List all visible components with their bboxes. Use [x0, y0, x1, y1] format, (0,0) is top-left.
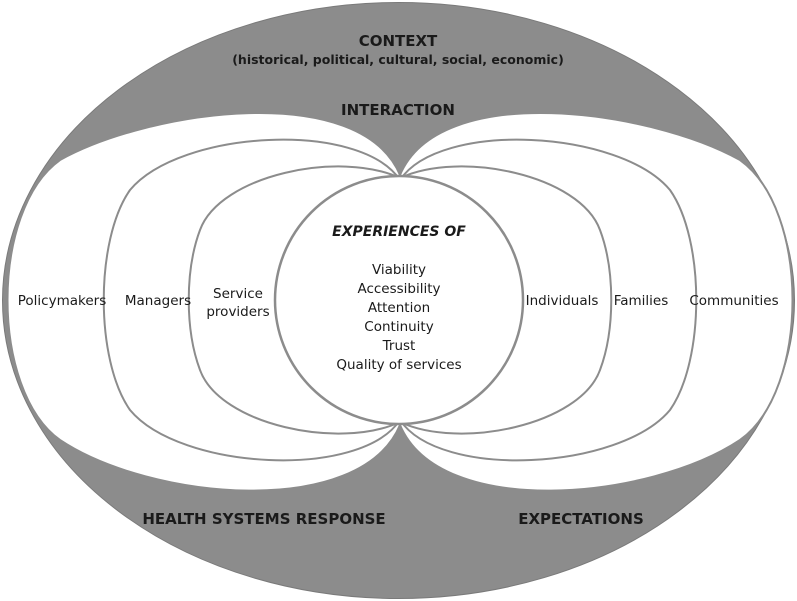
managers-ring: [102, 138, 401, 462]
communities-label: Communities: [689, 293, 778, 309]
experience-item: Attention: [368, 300, 430, 316]
policymakers-label: Policymakers: [18, 293, 106, 309]
experiences-circle: [273, 174, 525, 426]
service-providers-label-line1: Service: [213, 286, 263, 302]
expectations-label: EXPECTATIONS: [518, 510, 644, 528]
individuals-ring: [399, 165, 613, 435]
context-subtitle: (historical, political, cultural, social…: [232, 52, 564, 67]
individuals-label: Individuals: [526, 293, 599, 309]
managers-label: Managers: [125, 293, 191, 309]
experience-item: Accessibility: [357, 281, 440, 297]
families-label: Families: [614, 293, 669, 309]
experiences-title: EXPERIENCES OF: [332, 224, 466, 240]
experience-item: Quality of services: [336, 357, 461, 373]
experience-item: Viability: [372, 262, 426, 278]
right-lobe: [399, 111, 794, 492]
service-providers-ring: [187, 165, 401, 435]
experience-item: Trust: [382, 338, 416, 354]
left-lobe: [6, 111, 401, 492]
experience-item: Continuity: [364, 319, 433, 335]
health-systems-response-label: HEALTH SYSTEMS RESPONSE: [142, 510, 385, 528]
service-providers-label-line2: providers: [206, 304, 269, 320]
context-title: CONTEXT: [359, 32, 438, 50]
families-ring: [399, 138, 698, 462]
interaction-label: INTERACTION: [341, 101, 455, 119]
